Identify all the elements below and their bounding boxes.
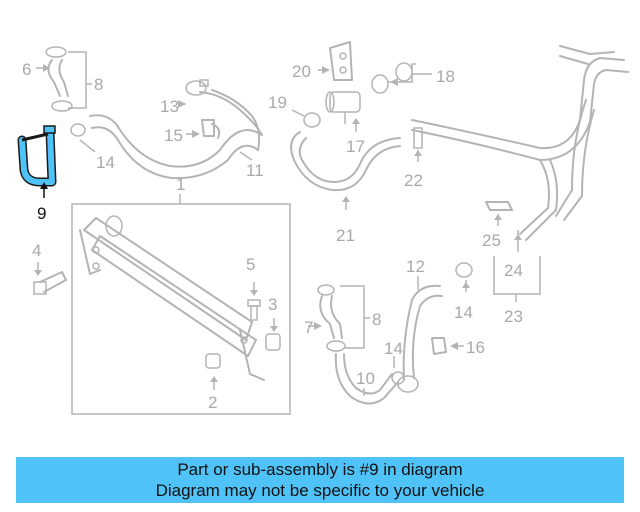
callout-12: 12 <box>406 257 425 276</box>
callout-25: 25 <box>482 231 501 250</box>
parts-diagram: 9 6 8 14 11 13 15 1 <box>17 41 629 415</box>
part-7-hose[interactable] <box>317 284 346 352</box>
callout-16: 16 <box>466 338 485 357</box>
callout-6: 6 <box>22 60 31 79</box>
part-9-hose[interactable] <box>17 125 57 187</box>
callout-9: 9 <box>37 204 46 223</box>
part-1-box <box>71 203 291 415</box>
part-3-mount[interactable] <box>265 333 281 351</box>
part-6-hose[interactable] <box>45 46 73 112</box>
callout-3: 3 <box>268 295 277 314</box>
callout-4: 4 <box>32 241 41 260</box>
callout-8-top: 8 <box>94 75 103 94</box>
callout-14-right: 14 <box>454 303 473 322</box>
part-13-clamp[interactable] <box>185 79 209 96</box>
part-22-fitting[interactable] <box>413 127 423 149</box>
part-20-hose[interactable] <box>290 131 401 192</box>
callout-19: 20 <box>292 62 311 81</box>
part-6-arrowhead <box>43 64 50 72</box>
part-2-mount[interactable] <box>205 353 221 369</box>
part-4-bolt[interactable] <box>33 271 67 295</box>
part-14-clamp-lower[interactable] <box>391 371 405 385</box>
callout-7: 7 <box>304 318 313 337</box>
callout-5: 5 <box>246 255 255 274</box>
callout-8-lower: 8 <box>372 310 381 329</box>
callout-13: 13 <box>160 97 179 116</box>
part-21-clamp[interactable] <box>303 112 321 128</box>
part-5-bolt[interactable] <box>247 299 261 321</box>
banner-line-1: Part or sub-assembly is #9 in diagram <box>177 460 463 479</box>
part-8-bracket <box>68 51 87 109</box>
callout-18: 18 <box>436 67 455 86</box>
callout-14-lower: 14 <box>384 339 403 358</box>
part-23-pipe-assembly[interactable] <box>411 45 629 241</box>
callout-17: 17 <box>346 137 365 156</box>
callout-20: 21 <box>336 226 355 245</box>
part-8-lower-bracket <box>340 285 365 349</box>
part-9-arrowhead <box>40 182 48 189</box>
part-23-bracket <box>493 256 541 295</box>
part-14-clamp-left[interactable] <box>70 123 86 137</box>
callout-15: 15 <box>164 126 183 145</box>
part-16-fitting[interactable] <box>431 337 447 355</box>
part-15-arrowhead <box>192 130 200 138</box>
callout-1: 1 <box>176 175 185 194</box>
callout-21: 19 <box>268 93 287 112</box>
part-14-clamp-right[interactable] <box>455 262 473 278</box>
callout-2: 2 <box>208 393 217 412</box>
callout-10: 10 <box>356 369 375 388</box>
callout-22: 22 <box>404 171 423 190</box>
part-15-bracket[interactable] <box>201 119 221 139</box>
callout-23: 23 <box>504 307 523 326</box>
part-17-valve[interactable] <box>325 91 361 124</box>
part-10-hose[interactable] <box>334 353 399 405</box>
part-11-hose[interactable] <box>89 89 263 180</box>
banner-line-2: Diagram may not be specific to your vehi… <box>155 481 485 500</box>
part-18-fittings[interactable] <box>371 62 413 94</box>
part-1-cooler[interactable] <box>79 215 265 381</box>
info-banner: Part or sub-assembly is #9 in diagram Di… <box>16 457 624 503</box>
callout-24: 24 <box>504 261 523 280</box>
part-19-bracket[interactable] <box>329 41 353 81</box>
part-25-connector[interactable] <box>485 201 513 211</box>
callout-14-left: 14 <box>96 153 115 172</box>
callout-11: 11 <box>246 161 264 180</box>
